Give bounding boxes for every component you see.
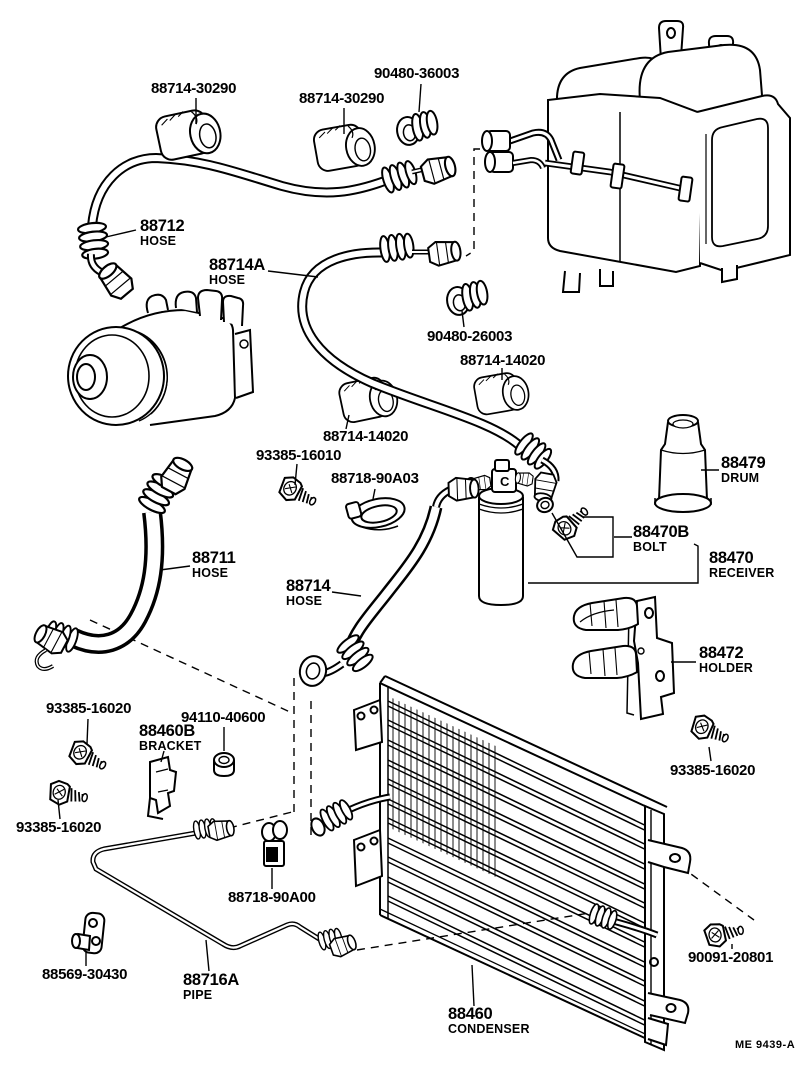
part-label-88714-14020-left: 88714-14020 bbox=[323, 428, 409, 445]
part-label-90480-36003: 90480-36003 bbox=[374, 65, 460, 82]
screw-93385-16020-right-drawing bbox=[686, 711, 734, 752]
hose-88714-drawing bbox=[298, 476, 480, 687]
screw-93385-16010-drawing bbox=[274, 472, 322, 515]
clamp-88714-30290-b-drawing bbox=[311, 119, 379, 175]
part-label-88718-90a03: 88718-90A03 bbox=[331, 470, 419, 487]
screw-93385-16020-bottom-drawing bbox=[45, 778, 91, 812]
compressor-drawing bbox=[67, 288, 255, 426]
part-label-90091-20801: 90091-20801 bbox=[688, 949, 774, 966]
nut-94110-40600-drawing bbox=[213, 752, 235, 778]
drawing-code: ME 9439-A bbox=[735, 1039, 796, 1051]
part-label-93385-16010: 93385-16010 bbox=[256, 447, 342, 464]
grommet-90480-26003-drawing bbox=[443, 279, 492, 318]
part-label-93385-16020-top: 93385-16020 bbox=[46, 700, 132, 717]
part-label-88569-30430: 88569-30430 bbox=[42, 966, 128, 983]
part-label-90480-26003: 90480-26003 bbox=[427, 328, 513, 345]
dashed-reference-lines bbox=[89, 148, 755, 951]
part-label-88714-30290-a: 88714-30290 bbox=[151, 80, 237, 97]
label-leader-lines bbox=[57, 83, 733, 1007]
clamp-88718-90a00-drawing bbox=[261, 820, 288, 867]
clamp-88718-90a03-drawing bbox=[345, 497, 406, 531]
hose-88714a-drawing bbox=[297, 231, 560, 505]
part-label-94110-40600: 94110-40600 bbox=[181, 709, 266, 726]
part-label-88718-90a00: 88718-90A00 bbox=[228, 889, 316, 906]
holder-88472-drawing bbox=[571, 595, 676, 721]
part-label-88714-14020-right: 88714-14020 bbox=[460, 352, 546, 369]
clamp-88714-30290-a-drawing bbox=[152, 103, 226, 164]
bolt-88470b-drawing bbox=[536, 496, 596, 545]
clamp-88569-30430-drawing bbox=[71, 911, 106, 955]
part-label-88714-30290-b: 88714-30290 bbox=[299, 90, 385, 107]
part-label-93385-16020-bottom: 93385-16020 bbox=[16, 819, 102, 836]
bracket-88460b-drawing bbox=[146, 755, 178, 820]
part-label-93385-16020-right: 93385-16020 bbox=[670, 762, 756, 779]
pipe-88716a-drawing bbox=[90, 816, 360, 960]
drum-88479-drawing bbox=[654, 414, 712, 513]
receiver-valve-marking: C bbox=[500, 474, 510, 489]
callout-lines-88470 bbox=[528, 512, 699, 584]
grommet-90480-36003-drawing bbox=[393, 109, 442, 148]
bolt-90091-20801-drawing bbox=[702, 919, 746, 950]
evaporator-unit-drawing bbox=[481, 20, 791, 293]
condenser-88460-drawing bbox=[310, 675, 692, 1052]
hose-88711-drawing bbox=[29, 452, 198, 671]
hose-88712-drawing bbox=[76, 152, 460, 304]
